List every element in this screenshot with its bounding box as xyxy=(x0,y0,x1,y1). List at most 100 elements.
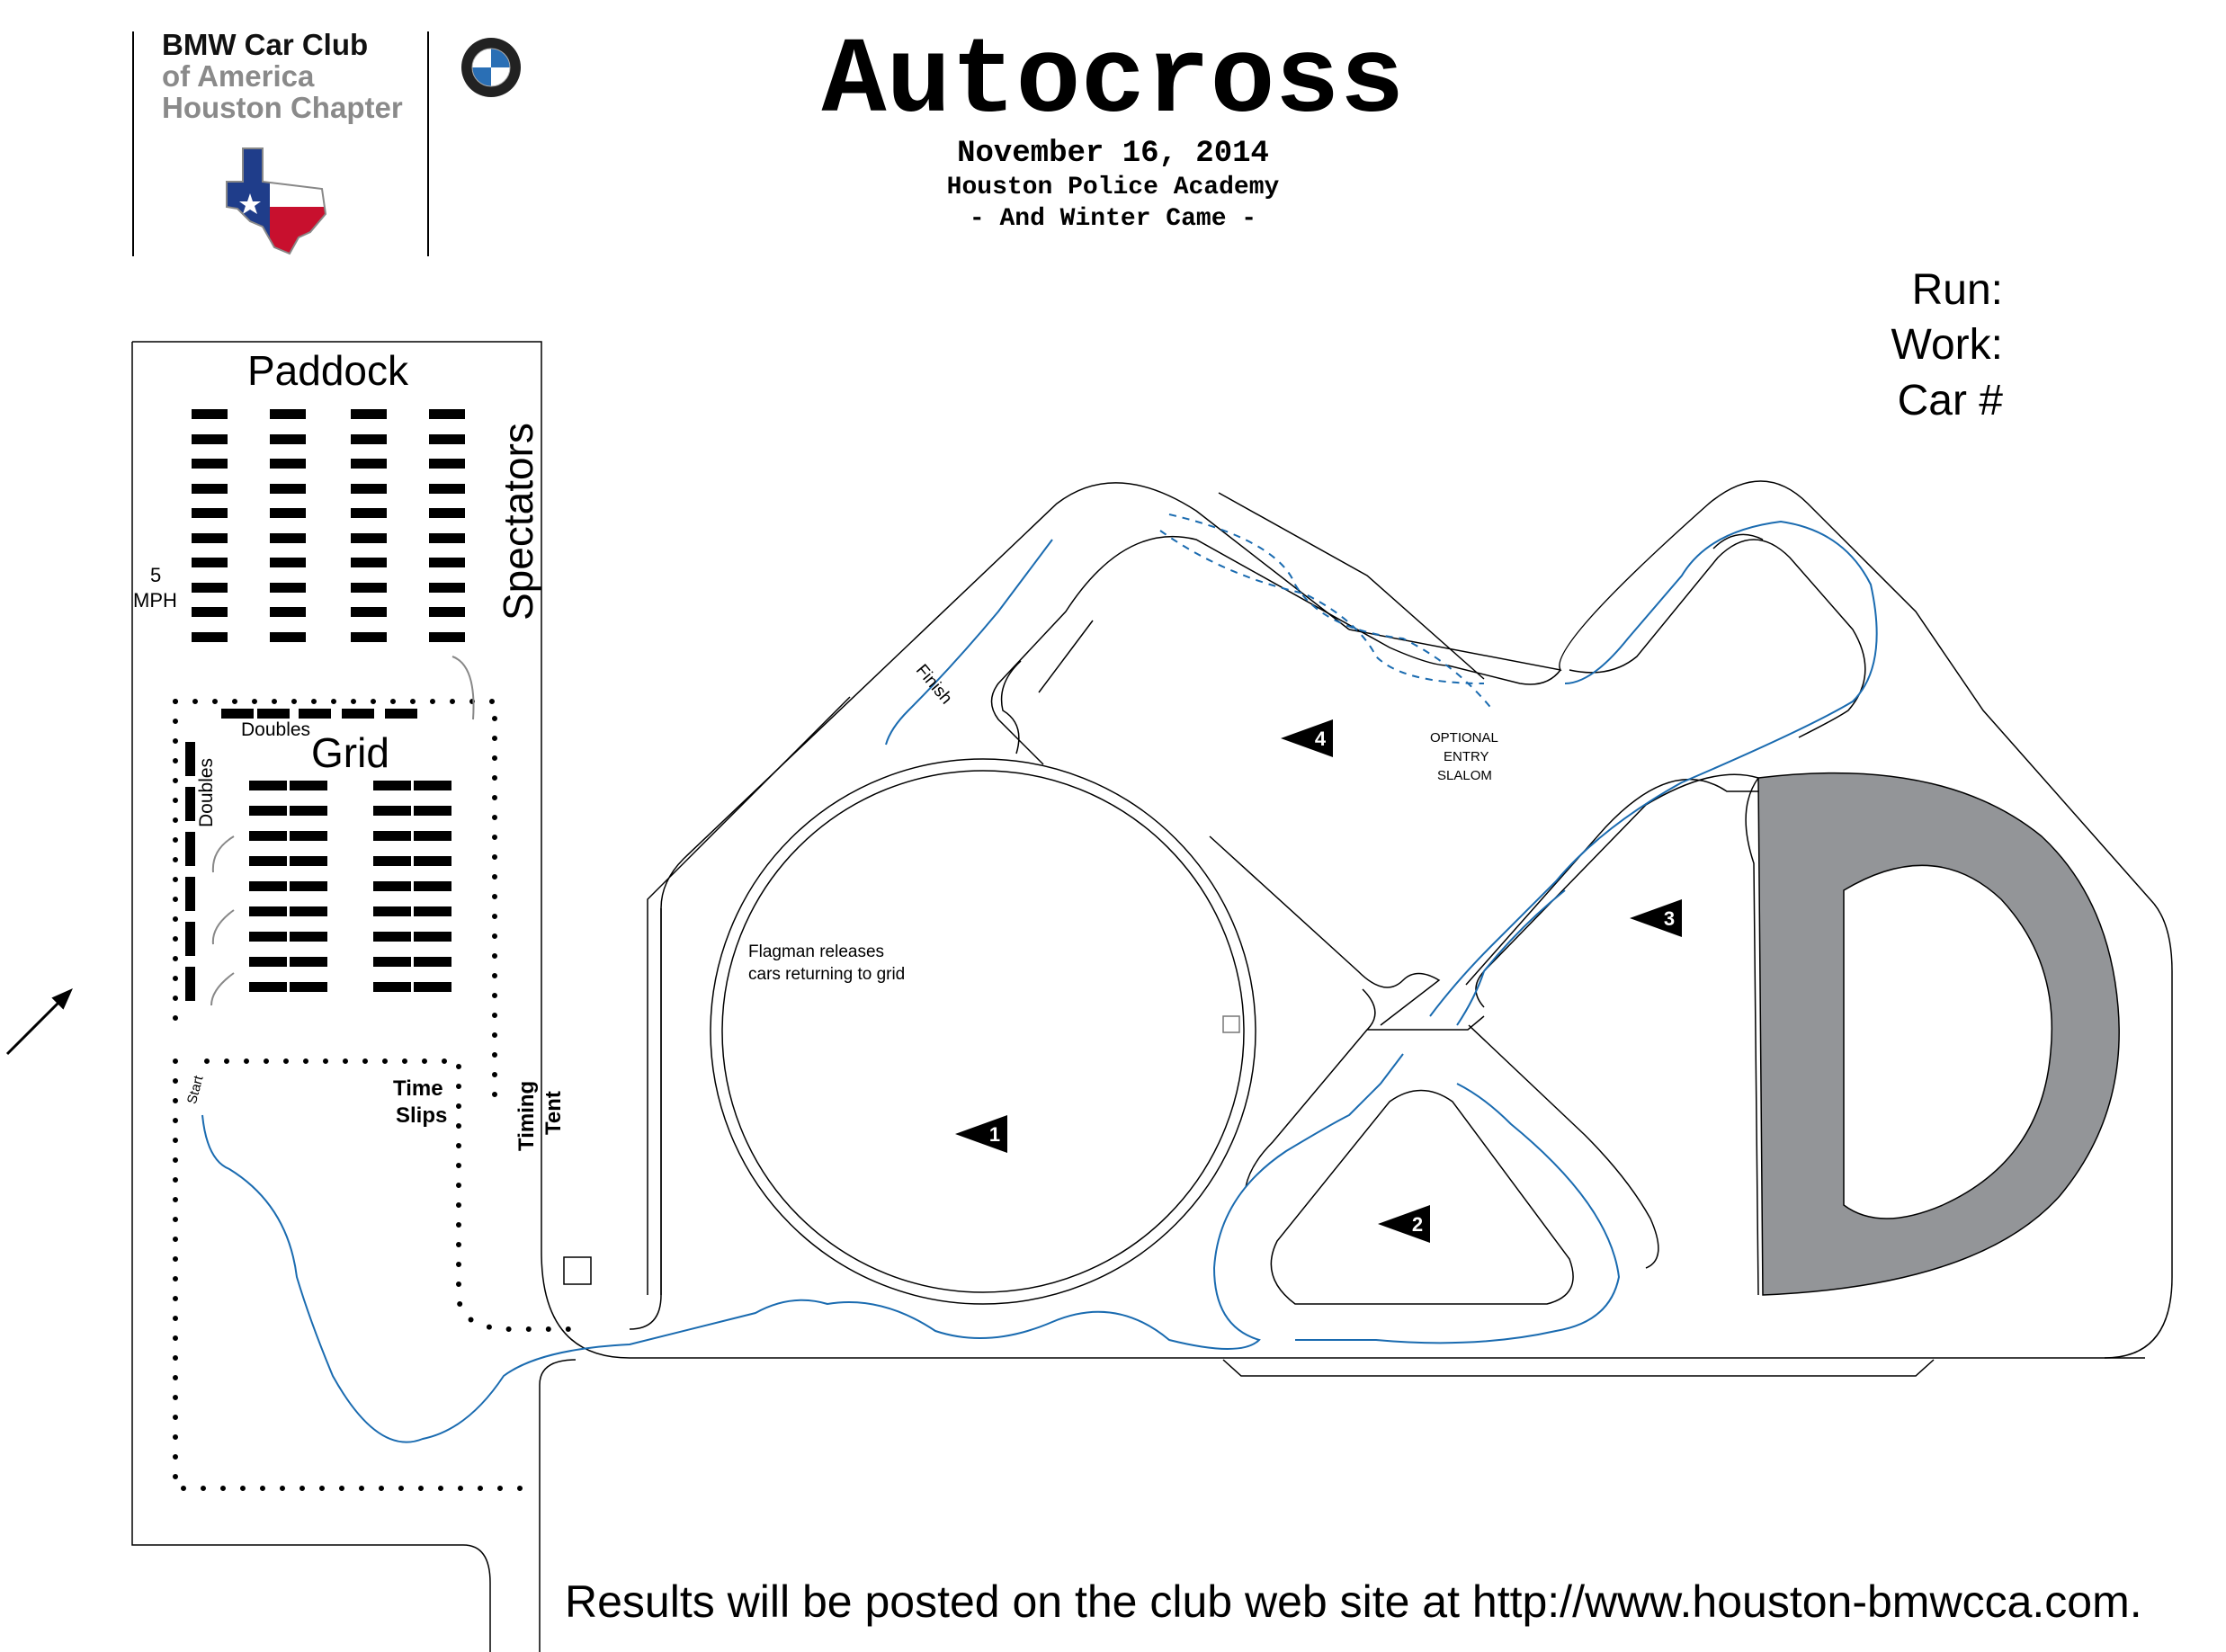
worker-station-3: 3 xyxy=(1630,899,1682,937)
parking-stall xyxy=(373,806,411,816)
parking-stall xyxy=(373,932,411,942)
parking-stall xyxy=(221,709,254,719)
parking-stall xyxy=(249,806,287,816)
parking-stall xyxy=(429,582,465,593)
parking-stall xyxy=(299,709,331,719)
club-logo-divider-right xyxy=(427,31,429,256)
spectators-label: Spectators xyxy=(495,423,541,621)
grid-dotted-boundary xyxy=(173,699,587,1491)
parking-stall xyxy=(290,856,327,866)
parking-stall xyxy=(290,831,327,841)
parking-stall xyxy=(257,709,290,719)
club-name-line1: BMW Car Club xyxy=(162,28,369,61)
parking-stall xyxy=(351,558,387,567)
doubles-side-label: Doubles xyxy=(196,757,217,827)
parking-stall xyxy=(351,409,387,419)
slalom-label-3: SLALOM xyxy=(1437,768,1492,783)
parking-stall xyxy=(192,582,228,593)
paddock-boundary xyxy=(132,341,2145,1359)
parking-stall xyxy=(185,967,195,1001)
skid-pad xyxy=(1757,772,2120,1296)
station-number: 1 xyxy=(989,1123,1000,1146)
parking-stall xyxy=(270,483,306,494)
paddock-left-edge xyxy=(131,342,491,1652)
course-route-finish xyxy=(885,539,1053,746)
parking-stall xyxy=(429,558,465,567)
parking-stall xyxy=(249,831,287,841)
event-date: November 16, 2014 xyxy=(957,137,1269,171)
parking-stall xyxy=(249,906,287,916)
parking-stall xyxy=(192,532,228,543)
parking-stall xyxy=(185,832,195,866)
parking-stall xyxy=(192,558,228,567)
parking-stall xyxy=(192,483,228,494)
slalom-label-1: OPTIONAL xyxy=(1430,730,1498,746)
parking-stall xyxy=(290,982,327,992)
time-slips-label-1: Time xyxy=(393,1076,443,1101)
parking-stall xyxy=(414,982,451,992)
timing-building xyxy=(563,1256,592,1285)
parking-stall xyxy=(185,742,195,776)
parking-stall xyxy=(270,409,306,419)
run-field: Run: xyxy=(1911,266,2003,314)
station-number: 3 xyxy=(1664,907,1675,930)
parking-stall xyxy=(290,881,327,891)
parking-stall xyxy=(351,483,387,494)
parking-stall xyxy=(342,709,374,719)
bmw-roundel-logo xyxy=(461,38,521,97)
parking-stall xyxy=(351,631,387,642)
parking-stall xyxy=(249,856,287,866)
parking-stall xyxy=(270,433,306,444)
club-logo-divider-left xyxy=(132,31,134,256)
parking-stall xyxy=(249,982,287,992)
parking-stall xyxy=(192,459,228,469)
parking-stall xyxy=(385,709,417,719)
parking-stall xyxy=(290,957,327,967)
page-title: Autocross xyxy=(821,22,1405,144)
station-number: 2 xyxy=(1412,1213,1423,1236)
flagman-note-1: Flagman releases xyxy=(748,942,885,961)
parking-stall xyxy=(414,881,451,891)
parking-stall xyxy=(270,508,306,518)
parking-stall xyxy=(290,806,327,816)
parking-stall xyxy=(373,781,411,790)
parking-stall xyxy=(414,932,451,942)
parking-stall xyxy=(429,483,465,494)
parking-stall xyxy=(429,409,465,419)
parking-stall xyxy=(373,982,411,992)
parking-stall xyxy=(429,508,465,518)
parking-stall xyxy=(185,877,195,911)
event-subtitle: - And Winter Came - xyxy=(969,205,1257,233)
parking-stall xyxy=(249,881,287,891)
parking-stall xyxy=(270,607,306,617)
parking-stall xyxy=(185,787,195,821)
parking-stall xyxy=(351,532,387,543)
parking-stall xyxy=(414,781,451,790)
grid-flow-arrows xyxy=(210,656,475,1006)
parking-stall xyxy=(270,459,306,469)
parking-stall xyxy=(192,607,228,617)
parking-stall xyxy=(414,957,451,967)
parking-stall xyxy=(270,558,306,567)
parking-stall xyxy=(192,631,228,642)
parking-stall xyxy=(373,881,411,891)
parking-stall xyxy=(429,631,465,642)
parking-stall xyxy=(249,781,287,790)
slalom-label-2: ENTRY xyxy=(1444,749,1489,764)
results-footer: Results will be posted on the club web s… xyxy=(565,1576,2142,1627)
access-road xyxy=(539,1359,577,1652)
optional-entry-slalom xyxy=(1159,513,1494,711)
parking-stall xyxy=(351,508,387,518)
north-arrow xyxy=(5,988,73,1056)
texas-flag-logo xyxy=(226,147,327,255)
parking-stall xyxy=(290,906,327,916)
parking-stall xyxy=(192,433,228,444)
timing-tent-label-2: Tent xyxy=(541,1091,566,1135)
parking-stall xyxy=(192,409,228,419)
paddock-label: Paddock xyxy=(247,347,409,394)
parking-stall xyxy=(373,856,411,866)
club-name-line2: of America xyxy=(162,59,315,93)
parking-stall xyxy=(429,532,465,543)
parking-stall xyxy=(429,607,465,617)
